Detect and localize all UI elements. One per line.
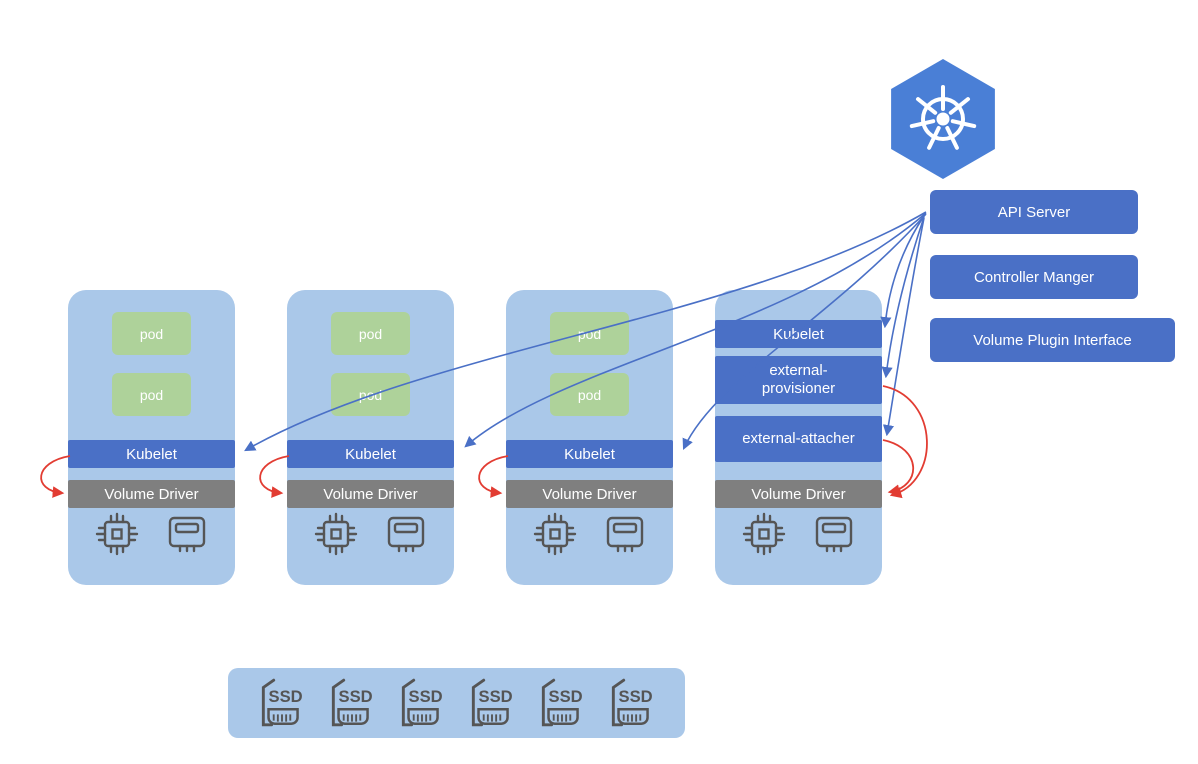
pod: pod bbox=[550, 312, 629, 355]
kubernetes-logo bbox=[891, 59, 995, 179]
volume-plugin-interface-box: Volume Plugin Interface bbox=[930, 318, 1175, 362]
ssd-label: SSD bbox=[408, 687, 442, 706]
pod: pod bbox=[550, 373, 629, 416]
wheel-hub bbox=[936, 112, 950, 126]
kubelet-bar: Kubelet bbox=[506, 440, 673, 468]
cpu-icon bbox=[95, 512, 138, 556]
external-attacher-label: external-attacher bbox=[742, 430, 855, 447]
volume-driver-bar: Volume Driver bbox=[287, 480, 454, 508]
api-server-box: API Server bbox=[930, 190, 1138, 234]
pod-label: pod bbox=[358, 386, 383, 403]
worker-node-2: pod pod Kubelet Volume Driver bbox=[287, 290, 454, 585]
pod: pod bbox=[331, 373, 410, 416]
worker-node-1: pod pod Kubelet Volume Driver bbox=[68, 290, 235, 585]
hardware-icons bbox=[506, 512, 673, 556]
ssd-label: SSD bbox=[548, 687, 582, 706]
memory-icon bbox=[387, 516, 424, 553]
controller-manager-box: Controller Manger bbox=[930, 255, 1138, 299]
external-provisioner-label: external-provisioner bbox=[761, 362, 836, 397]
memory-icon bbox=[815, 516, 852, 553]
ssd-icon: SSD bbox=[401, 678, 442, 727]
helm-wheel-icon bbox=[909, 85, 977, 150]
ssd-label: SSD bbox=[618, 687, 652, 706]
pod: pod bbox=[331, 312, 410, 355]
ssd-icon: SSD bbox=[261, 678, 302, 727]
pod-label: pod bbox=[139, 386, 164, 403]
kubelet-bar: Kubelet bbox=[287, 440, 454, 468]
external-provisioner-bar: external-provisioner bbox=[715, 356, 882, 404]
hardware-icons bbox=[68, 512, 235, 556]
hardware-icons bbox=[715, 512, 882, 556]
ssd-label: SSD bbox=[268, 687, 302, 706]
volume-driver-bar: Volume Driver bbox=[715, 480, 882, 508]
cpu-icon bbox=[742, 512, 785, 556]
pod: pod bbox=[112, 312, 191, 355]
ssd-icon: SSD bbox=[541, 678, 582, 727]
pod-label: pod bbox=[358, 325, 383, 342]
storage-pool-box: SSD SSD SSD SSD SSD bbox=[228, 668, 685, 738]
volume-driver-bar: Volume Driver bbox=[68, 480, 235, 508]
ssd-label: SSD bbox=[338, 687, 372, 706]
external-attacher-bar: external-attacher bbox=[715, 416, 882, 462]
volume-driver-bar: Volume Driver bbox=[506, 480, 673, 508]
worker-node-3: pod pod Kubelet Volume Driver bbox=[506, 290, 673, 585]
pod-label: pod bbox=[577, 386, 602, 403]
memory-icon bbox=[606, 516, 643, 553]
kubelet-bar: Kubelet bbox=[715, 320, 882, 348]
pod: pod bbox=[112, 373, 191, 416]
pod-label: pod bbox=[139, 325, 164, 342]
hardware-icons bbox=[287, 512, 454, 556]
ssd-label: SSD bbox=[478, 687, 512, 706]
cpu-icon bbox=[314, 512, 357, 556]
ssd-icon: SSD bbox=[611, 678, 652, 727]
ssd-icon: SSD bbox=[471, 678, 512, 727]
kubelet-bar: Kubelet bbox=[68, 440, 235, 468]
memory-icon bbox=[168, 516, 205, 553]
cpu-icon bbox=[533, 512, 576, 556]
ssd-icon: SSD bbox=[331, 678, 372, 727]
csi-node-4: Kubelet external-provisioner external-at… bbox=[715, 290, 882, 585]
pod-label: pod bbox=[577, 325, 602, 342]
